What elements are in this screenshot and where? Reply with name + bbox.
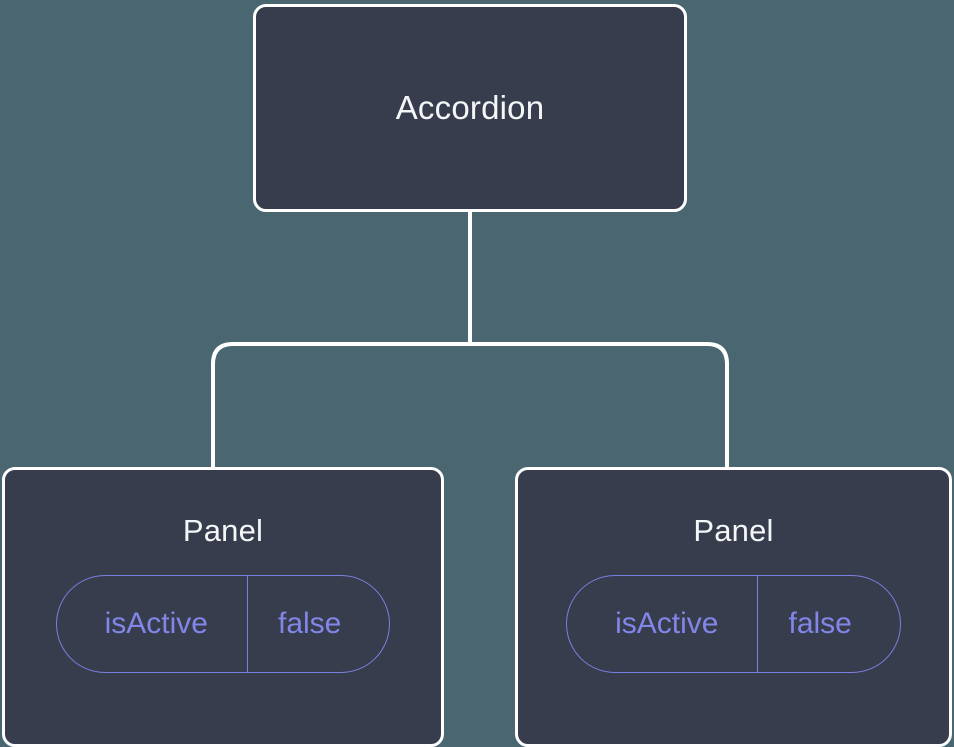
tree-node-accordion[interactable]: Accordion (253, 4, 687, 212)
state-badge-key-panel-left: isActive (104, 607, 208, 641)
node-title-panel-left: Panel (182, 513, 264, 548)
connector-branch-bar (211, 342, 729, 469)
state-badge-key-panel-right: isActive (615, 607, 719, 641)
state-badge-panel-left[interactable]: isActive false (55, 575, 391, 674)
state-badge-value-panel-left: false (246, 576, 389, 673)
tree-node-panel-left[interactable]: Panel isActive false (2, 467, 444, 747)
tree-node-panel-right[interactable]: Panel isActive false (515, 467, 952, 747)
node-title-panel-right: Panel (693, 513, 774, 548)
state-badge-value-panel-right: false (757, 576, 899, 673)
state-badge-panel-right[interactable]: isActive false (566, 575, 901, 674)
node-title-accordion: Accordion (395, 88, 545, 126)
